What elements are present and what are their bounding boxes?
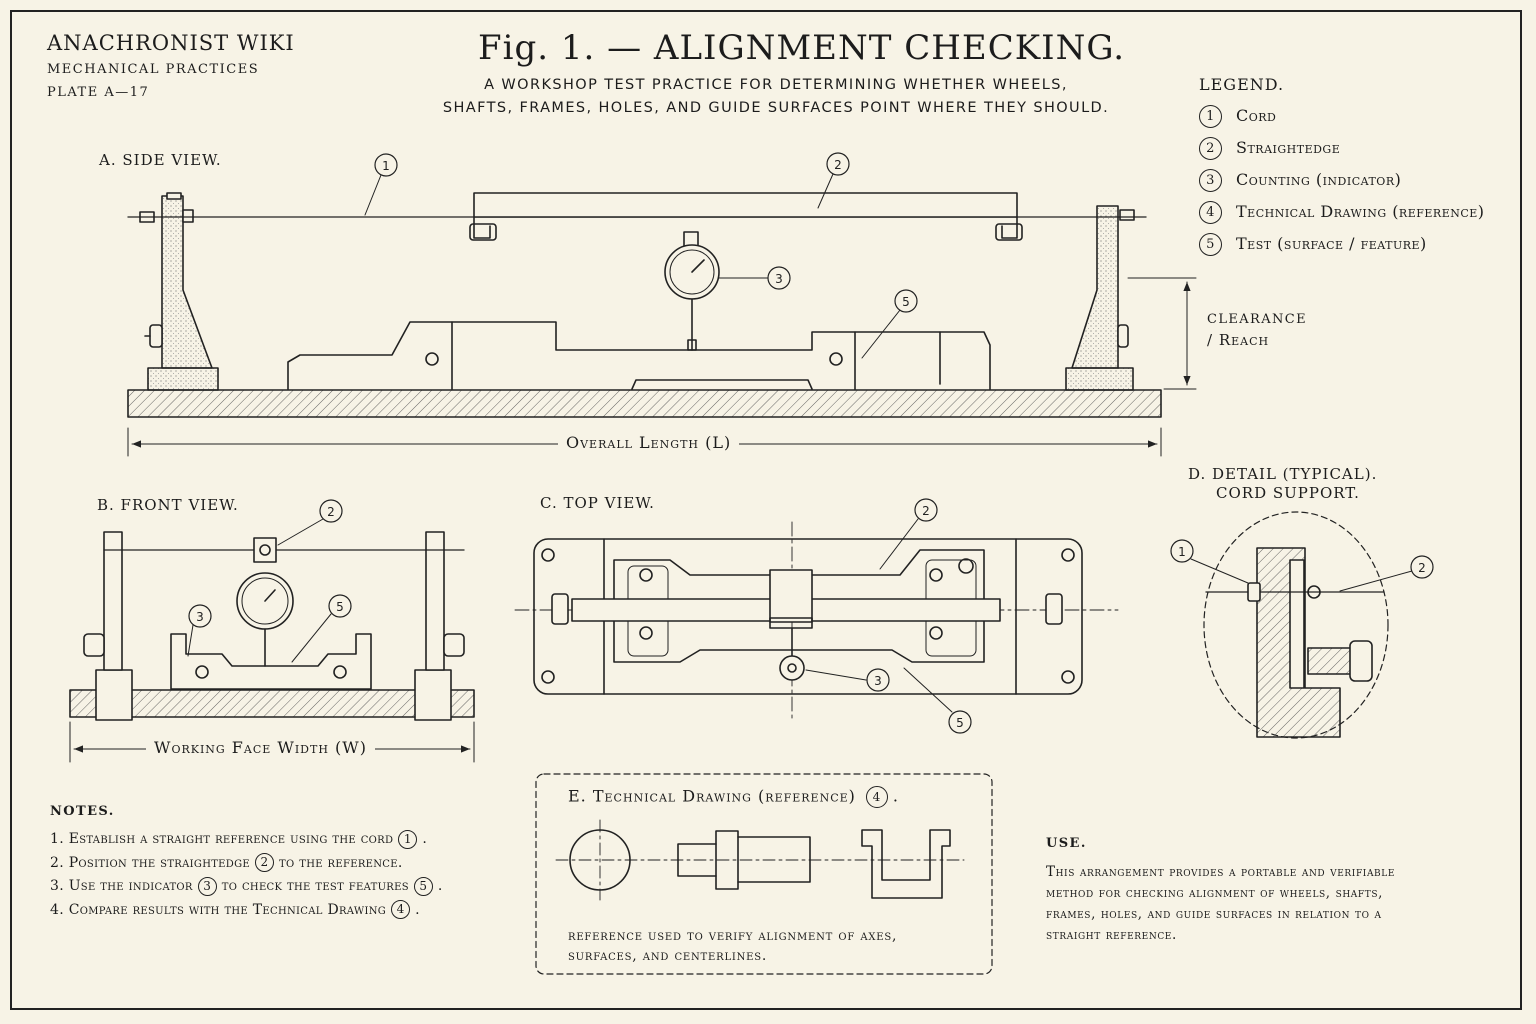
reference-caption: reference used to verify alignment of ax…	[568, 926, 897, 966]
reference-callout: 4	[865, 786, 888, 808]
top-view	[514, 518, 1119, 719]
figure-subtitle: A WORKSHOP TEST PRACTICE FOR DETERMINING…	[416, 74, 1136, 120]
clearance-label-1: CLEARANCE	[1207, 312, 1308, 327]
note-text: 1. Establish a straight reference using …	[50, 831, 394, 847]
front-base	[69, 689, 475, 718]
plate-number: PLATE A—17	[47, 85, 150, 100]
notes-title: NOTES.	[50, 804, 115, 819]
figure-title: Fig. 1. — ALIGNMENT CHECKING.	[478, 28, 1126, 68]
legend: LEGEND. 1 Cord 2 Straightedge 3 Counting (i…	[1199, 75, 1485, 265]
legend-item-technical-drawing: 4 Technical Drawing (reference)	[1199, 201, 1485, 233]
callout-3-side: 3	[775, 272, 783, 286]
side-workpiece	[287, 321, 991, 390]
side-left-stand	[139, 192, 219, 391]
note-4: 4. Compare results with the Technical Dr…	[50, 899, 443, 923]
callout-5-side: 5	[902, 295, 910, 309]
callout-5-front: 5	[336, 600, 344, 614]
legend-label: Straightedge	[1236, 138, 1341, 157]
reference-view-title-text: E. Technical Drawing (reference)	[568, 786, 856, 806]
side-base-plate	[127, 389, 1162, 418]
front-right-post	[425, 531, 445, 671]
site-title: ANACHRONIST WIKI	[47, 31, 295, 55]
note-callout: 5	[413, 876, 433, 896]
note-callout: 4	[391, 900, 411, 919]
front-view-title: B. FRONT VIEW.	[97, 496, 239, 514]
callout-2-side: 2	[834, 158, 842, 172]
overall-length-label: Overall Length (L)	[558, 433, 740, 452]
notes-list: 1. Establish a straight reference using …	[50, 828, 443, 922]
working-width-label: Working Face Width (W)	[146, 738, 375, 757]
legend-label: Test (surface / feature)	[1236, 234, 1427, 253]
reference-caption-line-1: reference used to verify alignment of ax…	[568, 928, 898, 944]
reference-drawing	[535, 773, 993, 975]
front-workpiece	[170, 633, 372, 690]
note-1: 1. Establish a straight reference using …	[50, 828, 443, 852]
note-2: 2. Position the straightedge 2 to the refe…	[50, 852, 443, 876]
callout-5-top: 5	[956, 716, 964, 730]
callout-2-top: 2	[922, 504, 930, 518]
top-view-title: C. TOP VIEW.	[540, 494, 655, 512]
detail-view-title: D. DETAIL (TYPICAL).	[1188, 465, 1378, 483]
note-text: to check the test features	[221, 878, 409, 894]
front-view	[69, 518, 475, 763]
section-name: MECHANICAL PRACTICES	[47, 62, 260, 77]
note-text: 3. Use the indicator	[50, 878, 193, 894]
use-text: This arrangement provides a portable and…	[1046, 862, 1395, 946]
legend-item-indicator: 3 Counting (indicator)	[1199, 169, 1485, 201]
legend-label: Technical Drawing (reference)	[1236, 202, 1485, 221]
use-title: USE.	[1046, 836, 1087, 851]
legend-num: 2	[1199, 137, 1222, 160]
side-right-stand	[1065, 205, 1135, 391]
callout-3-front: 3	[196, 610, 204, 624]
detail-cord-support	[1190, 511, 1413, 739]
legend-item-straightedge: 2 Straightedge	[1199, 137, 1485, 169]
callouts	[188, 152, 1434, 734]
legend-num: 1	[1199, 105, 1222, 128]
callout-1-side: 1	[382, 159, 390, 173]
note-text: .	[415, 901, 420, 918]
legend-label: Cord	[1236, 106, 1277, 125]
use-line-2: method for checking alignment of wheels,…	[1046, 885, 1383, 901]
note-callout: 3	[197, 876, 217, 896]
legend-label: Counting (indicator)	[1236, 170, 1402, 189]
note-text: 4. Compare results with the Technical Dr…	[50, 901, 387, 918]
use-line-4: straight reference.	[1046, 927, 1177, 943]
legend-num: 4	[1199, 201, 1222, 224]
side-straightedge	[469, 192, 1023, 241]
note-text: 2. Position the straightedge	[50, 854, 250, 871]
callout-1-detail: 1	[1178, 545, 1186, 559]
side-dial-indicator	[664, 231, 720, 351]
plate-border	[10, 10, 1522, 1010]
note-text: .	[422, 831, 428, 847]
top-workpiece	[613, 549, 985, 663]
legend-num: 5	[1199, 233, 1222, 256]
use-line-3: frames, holes, and guide surfaces in rel…	[1046, 906, 1382, 922]
subtitle-line-1: A WORKSHOP TEST PRACTICE FOR DETERMINING…	[484, 77, 1068, 93]
subtitle-line-2: SHAFTS, FRAMES, HOLES, AND GUIDE SURFACE…	[442, 100, 1110, 116]
callout-3-top: 3	[874, 674, 882, 688]
callout-2-front: 2	[327, 505, 335, 519]
side-view	[127, 173, 1197, 457]
legend-item-test-surface: 5 Test (surface / feature)	[1199, 233, 1485, 265]
note-text: .	[437, 878, 443, 894]
top-indicator	[779, 655, 805, 681]
note-callout: 1	[398, 829, 418, 849]
note-callout: 2	[255, 853, 274, 872]
callout-2-detail: 2	[1418, 561, 1426, 575]
legend-title: LEGEND.	[1199, 75, 1285, 94]
clearance-label-2: / Reach	[1207, 331, 1270, 349]
legend-num: 3	[1199, 169, 1222, 192]
detail-view-subtitle: CORD SUPPORT.	[1216, 484, 1360, 502]
legend-item-cord: 1 Cord	[1199, 105, 1485, 137]
use-line-1: This arrangement provides a portable and…	[1046, 864, 1396, 880]
note-text: to the reference.	[279, 854, 403, 871]
reference-view-title: E. Technical Drawing (reference)4.	[568, 786, 899, 808]
reference-caption-line-2: surfaces, and centerlines.	[568, 948, 768, 964]
side-view-title: A. SIDE VIEW.	[99, 151, 222, 169]
front-left-post	[103, 531, 123, 671]
